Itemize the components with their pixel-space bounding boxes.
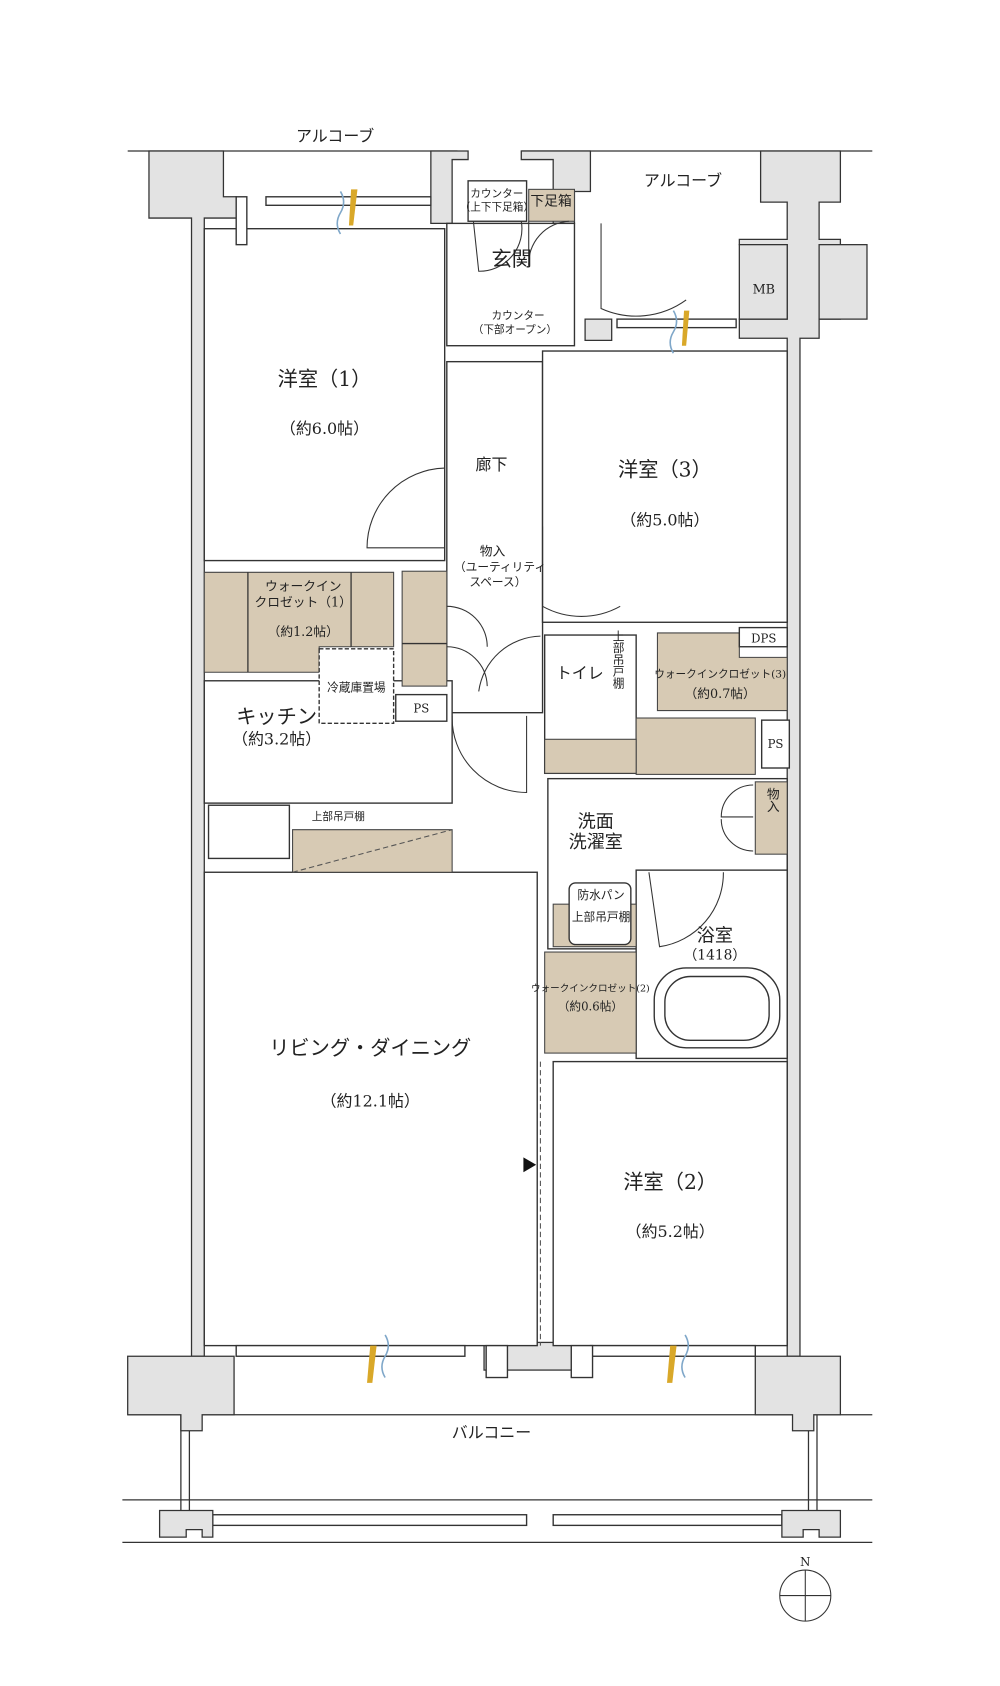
fridge-label: 冷蔵庫置場 — [327, 680, 386, 694]
counter-upper-sub: （上下下足箱） — [460, 201, 534, 214]
room2-size: （約5.2帖） — [626, 1222, 715, 1241]
counter-lower-label: カウンター — [492, 309, 545, 322]
washroom-line1: 洗面 — [578, 812, 614, 833]
ps2-label: PS — [768, 737, 784, 751]
labels: アルコーブ アルコーブ カウンター （上下下足箱） 下足箱 玄関 カウンター （… — [232, 126, 786, 1442]
storage-sub2: スペース） — [469, 575, 526, 589]
storage-sub1: （ユーティリティ — [454, 560, 546, 574]
entrance-area — [446, 222, 576, 347]
room2 — [552, 1060, 788, 1347]
mb-label: MB — [753, 283, 775, 298]
window-markers — [336, 189, 690, 1383]
shoe-box-label: 下足箱 — [530, 193, 572, 209]
wic3-size: （約0.7帖） — [685, 687, 756, 702]
room3-size: （約5.0帖） — [620, 510, 709, 529]
wic2-name: ウォークインクロゼット(2) — [531, 982, 650, 994]
compass-north-label: N — [800, 1555, 810, 1569]
wic3-name: ウォークインクロゼット(3) — [654, 668, 786, 681]
room3 — [541, 350, 788, 623]
ps1-label: PS — [413, 702, 429, 716]
washroom-line2: 洗濯室 — [569, 832, 623, 853]
living-name: リビング・ダイニング — [269, 1036, 471, 1060]
bath-name: 浴室 — [697, 925, 733, 946]
room1-size: （約6.0帖） — [280, 419, 369, 438]
balcony-label: バルコニー — [452, 1423, 531, 1442]
wic1-name2: クロゼット（1） — [255, 595, 352, 610]
living — [203, 871, 538, 1347]
entry-marker-icon — [523, 1157, 537, 1173]
wic2-size: （約0.6帖） — [558, 1000, 623, 1014]
room3-name: 洋室（3） — [618, 458, 712, 482]
room2-name: 洋室（2） — [623, 1170, 717, 1194]
wic1-size: （約1.2帖） — [268, 625, 339, 640]
hallway — [446, 360, 544, 714]
room1-name: 洋室（1） — [278, 367, 372, 391]
room1 — [203, 228, 446, 562]
wash-cabinet-label: 上部吊戸棚 — [572, 910, 630, 924]
doors — [366, 220, 754, 948]
living-size: （約12.1帖） — [321, 1091, 420, 1110]
wic1-name1: ウォークイン — [265, 579, 342, 594]
storage2-label: 物入 — [764, 787, 779, 813]
kitchen-name: キッチン — [236, 704, 317, 728]
storage-areas — [203, 570, 791, 1054]
counter-lower-sub: （下部オープン） — [473, 323, 557, 336]
kitchen-cabinet-label: 上部吊戸棚 — [312, 810, 365, 823]
hallway-label: 廊下 — [476, 455, 508, 474]
kitchen-size: （約3.2帖） — [232, 730, 321, 749]
alcove-left-label: アルコーブ — [296, 126, 374, 145]
toilet-cabinet-label: 上部吊戸棚 — [611, 630, 625, 689]
bath-size: （1418） — [683, 947, 746, 963]
alcove-right-label: アルコーブ — [644, 171, 722, 190]
rooms — [203, 180, 788, 1379]
waterproof-pan-label: 防水パン — [577, 888, 624, 902]
entrance-label: 玄関 — [491, 247, 531, 271]
storage-name: 物入 — [480, 544, 506, 559]
dps-label: DPS — [751, 631, 776, 645]
toilet-label: トイレ — [556, 664, 604, 683]
compass-icon: N — [779, 1555, 832, 1622]
counter-upper-label: カウンター — [470, 187, 523, 200]
